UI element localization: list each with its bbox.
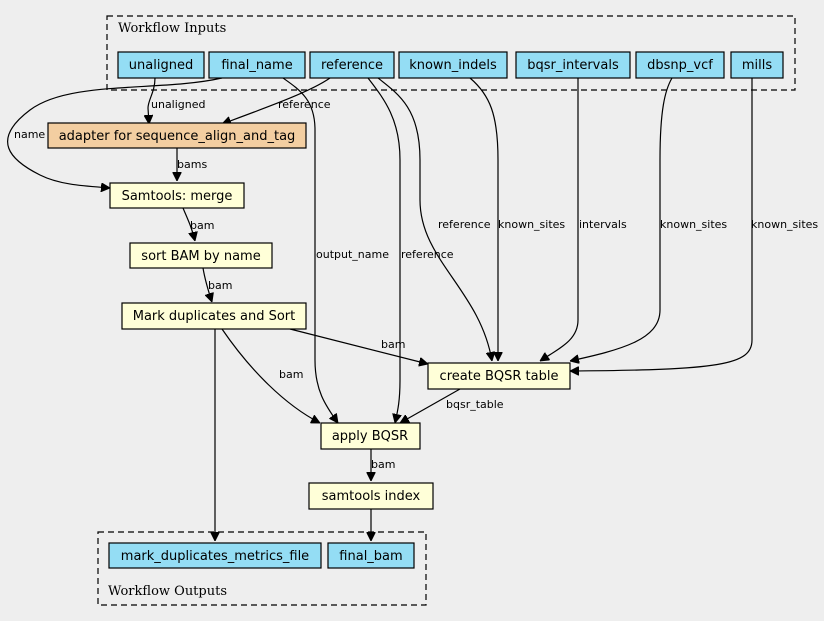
- edge-label-apply-reference: reference: [401, 248, 454, 261]
- output-final-bam[interactable]: final_bam: [327, 542, 415, 569]
- edge-label-unaligned: unaligned: [151, 98, 206, 111]
- step-apply-bqsr[interactable]: apply BQSR: [320, 422, 421, 450]
- edge-label-known-indels-sites: known_sites: [498, 218, 565, 231]
- input-final-name-label: final_name: [221, 58, 292, 73]
- input-bqsr-intervals[interactable]: bqsr_intervals: [515, 51, 631, 79]
- input-bqsr-intervals-label: bqsr_intervals: [527, 58, 619, 73]
- step-nodes: adapter for sequence_align_and_tag Samto…: [47, 122, 571, 510]
- edge-label-merge-bam: bam: [190, 219, 214, 232]
- edge-label-output-name: output_name: [316, 248, 389, 261]
- workflow-outputs-title: Workflow Outputs: [108, 584, 227, 599]
- input-unaligned-label: unaligned: [129, 58, 193, 73]
- edge-label-bams: bams: [177, 158, 207, 171]
- edge-reference-apply: [367, 77, 400, 423]
- edge-label-intervals: intervals: [579, 218, 627, 231]
- input-nodes: unaligned final_name reference known_ind…: [117, 51, 784, 79]
- input-reference-label: reference: [321, 58, 383, 73]
- edge-bqsrtable-apply: [400, 388, 461, 424]
- input-mills[interactable]: mills: [730, 51, 784, 79]
- step-markdup-label: Mark duplicates and Sort: [133, 309, 296, 324]
- input-reference[interactable]: reference: [309, 51, 395, 79]
- edge-label-dbsnp-sites: known_sites: [660, 218, 727, 231]
- step-merge-label: Samtools: merge: [122, 189, 233, 204]
- step-bqsr-table-label: create BQSR table: [440, 369, 559, 384]
- edge-merge-sort: [182, 207, 195, 241]
- step-markdup[interactable]: Mark duplicates and Sort: [121, 302, 307, 330]
- step-bqsr-table[interactable]: create BQSR table: [427, 362, 571, 390]
- input-final-name[interactable]: final_name: [208, 51, 306, 79]
- edge-labels: unaligned reference name bams bam bam ou…: [14, 98, 818, 471]
- edge-knownindels-bqsrtable: [469, 77, 498, 361]
- edge-label-adapter-reference: reference: [278, 98, 331, 111]
- output-nodes: mark_duplicates_metrics_file final_bam: [108, 542, 415, 569]
- edges: [7, 77, 753, 541]
- input-mills-label: mills: [742, 58, 772, 73]
- workflow-inputs-cluster: Workflow Inputs: [106, 15, 796, 91]
- edge-markdup-apply: [221, 328, 320, 424]
- edge-intervals-bqsrtable: [540, 78, 579, 361]
- output-metrics[interactable]: mark_duplicates_metrics_file: [108, 542, 322, 569]
- step-samtools-index-label: samtools index: [322, 489, 421, 504]
- edge-label-table-reference: reference: [438, 218, 491, 231]
- edge-label-markdup-table-bam: bam: [381, 338, 405, 351]
- edge-reference-adapter: [222, 77, 331, 124]
- step-apply-bqsr-label: apply BQSR: [332, 429, 408, 444]
- edge-dbsnp-bqsrtable: [570, 77, 673, 361]
- edge-mills-bqsrtable: [570, 78, 753, 371]
- output-final-bam-label: final_bam: [339, 549, 402, 564]
- input-unaligned[interactable]: unaligned: [117, 51, 205, 79]
- workflow-outputs-cluster: Workflow Outputs: [97, 531, 427, 606]
- step-sort[interactable]: sort BAM by name: [129, 242, 273, 269]
- edge-markdup-bqsrtable: [289, 328, 428, 364]
- edge-finalname-apply: [282, 77, 338, 423]
- workflow-inputs-title: Workflow Inputs: [118, 21, 226, 36]
- edge-sort-markdup: [202, 267, 212, 302]
- input-known-indels-label: known_indels: [409, 58, 497, 73]
- edge-reference-bqsrtable: [377, 77, 492, 361]
- edge-label-mills-sites: known_sites: [751, 218, 818, 231]
- step-samtools-index[interactable]: samtools index: [308, 482, 434, 510]
- edge-label-index-bam: bam: [371, 458, 395, 471]
- edge-label-sort-bam: bam: [208, 279, 232, 292]
- input-dbsnp-vcf[interactable]: dbsnp_vcf: [635, 51, 725, 79]
- edge-unaligned-adapter: [148, 77, 156, 124]
- step-sort-label: sort BAM by name: [141, 249, 260, 264]
- step-adapter-label: adapter for sequence_align_and_tag: [59, 129, 296, 144]
- input-known-indels[interactable]: known_indels: [398, 51, 508, 79]
- edge-label-name: name: [14, 128, 45, 141]
- step-merge[interactable]: Samtools: merge: [109, 182, 245, 209]
- edge-label-bqsr-table: bqsr_table: [446, 398, 504, 411]
- output-metrics-label: mark_duplicates_metrics_file: [121, 549, 309, 564]
- step-adapter[interactable]: adapter for sequence_align_and_tag: [47, 122, 307, 149]
- edge-label-markdup-apply-bam: bam: [279, 368, 303, 381]
- input-dbsnp-vcf-label: dbsnp_vcf: [647, 58, 713, 73]
- edge-finalname-merge: [7, 77, 223, 188]
